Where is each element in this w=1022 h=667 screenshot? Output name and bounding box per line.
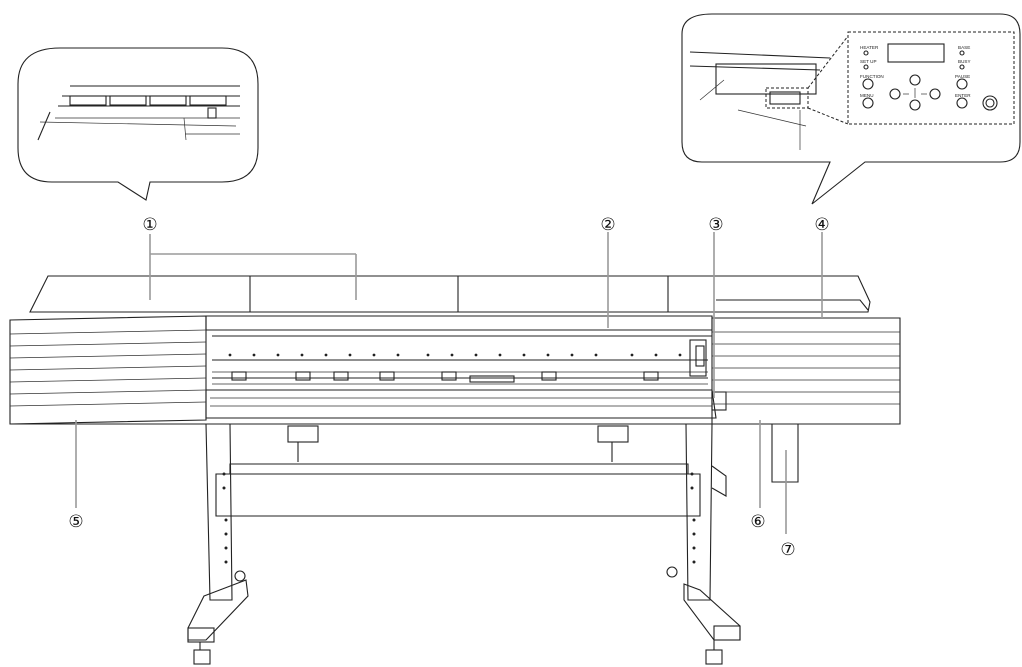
- callout-6: ⑥: [750, 512, 765, 532]
- callout-2: ②: [600, 215, 615, 235]
- printer-stand: [187, 423, 741, 665]
- base-label: BASE: [958, 45, 970, 50]
- grit-dots: [228, 353, 682, 357]
- left-cover-ribs: [9, 329, 207, 407]
- right-cover-ribs: [712, 331, 900, 405]
- callout-7: ⑦: [780, 540, 795, 560]
- left-arrow-key: [889, 88, 901, 100]
- pause-key: [956, 78, 968, 90]
- pinch-roller-row: [231, 371, 659, 383]
- enter-label: ENTER: [955, 93, 971, 98]
- up-arrow-key: [909, 74, 921, 86]
- callout-5: ⑤: [68, 512, 83, 532]
- setup-label: SET UP: [860, 59, 877, 64]
- enter-key: [956, 97, 968, 109]
- callout-labels: ① ② ③ ④ ⑤ ⑥ ⑦: [68, 215, 829, 560]
- heater-label: HEATER: [860, 45, 879, 50]
- callout-1: ①: [142, 215, 157, 235]
- power-button-icon: [982, 95, 998, 111]
- detail-bubble-operation-panel: HEATER SET UP FUNCTION MENU BASE BUSY PA…: [681, 13, 1021, 205]
- busy-label: BUSY: [958, 59, 971, 64]
- menu-key: [862, 97, 874, 109]
- detail-bubble-pinch-rollers: [17, 47, 259, 201]
- callout-3: ③: [708, 215, 723, 235]
- down-arrow-key: [909, 99, 921, 111]
- function-label: FUNCTION: [860, 74, 884, 79]
- menu-label: MENU: [860, 93, 874, 98]
- pause-label: PAUSE: [955, 74, 970, 79]
- printer-body: [9, 275, 901, 483]
- leader-lines: [75, 232, 823, 534]
- function-key: [862, 78, 874, 90]
- callout-4: ④: [814, 215, 829, 235]
- right-arrow-key: [929, 88, 941, 100]
